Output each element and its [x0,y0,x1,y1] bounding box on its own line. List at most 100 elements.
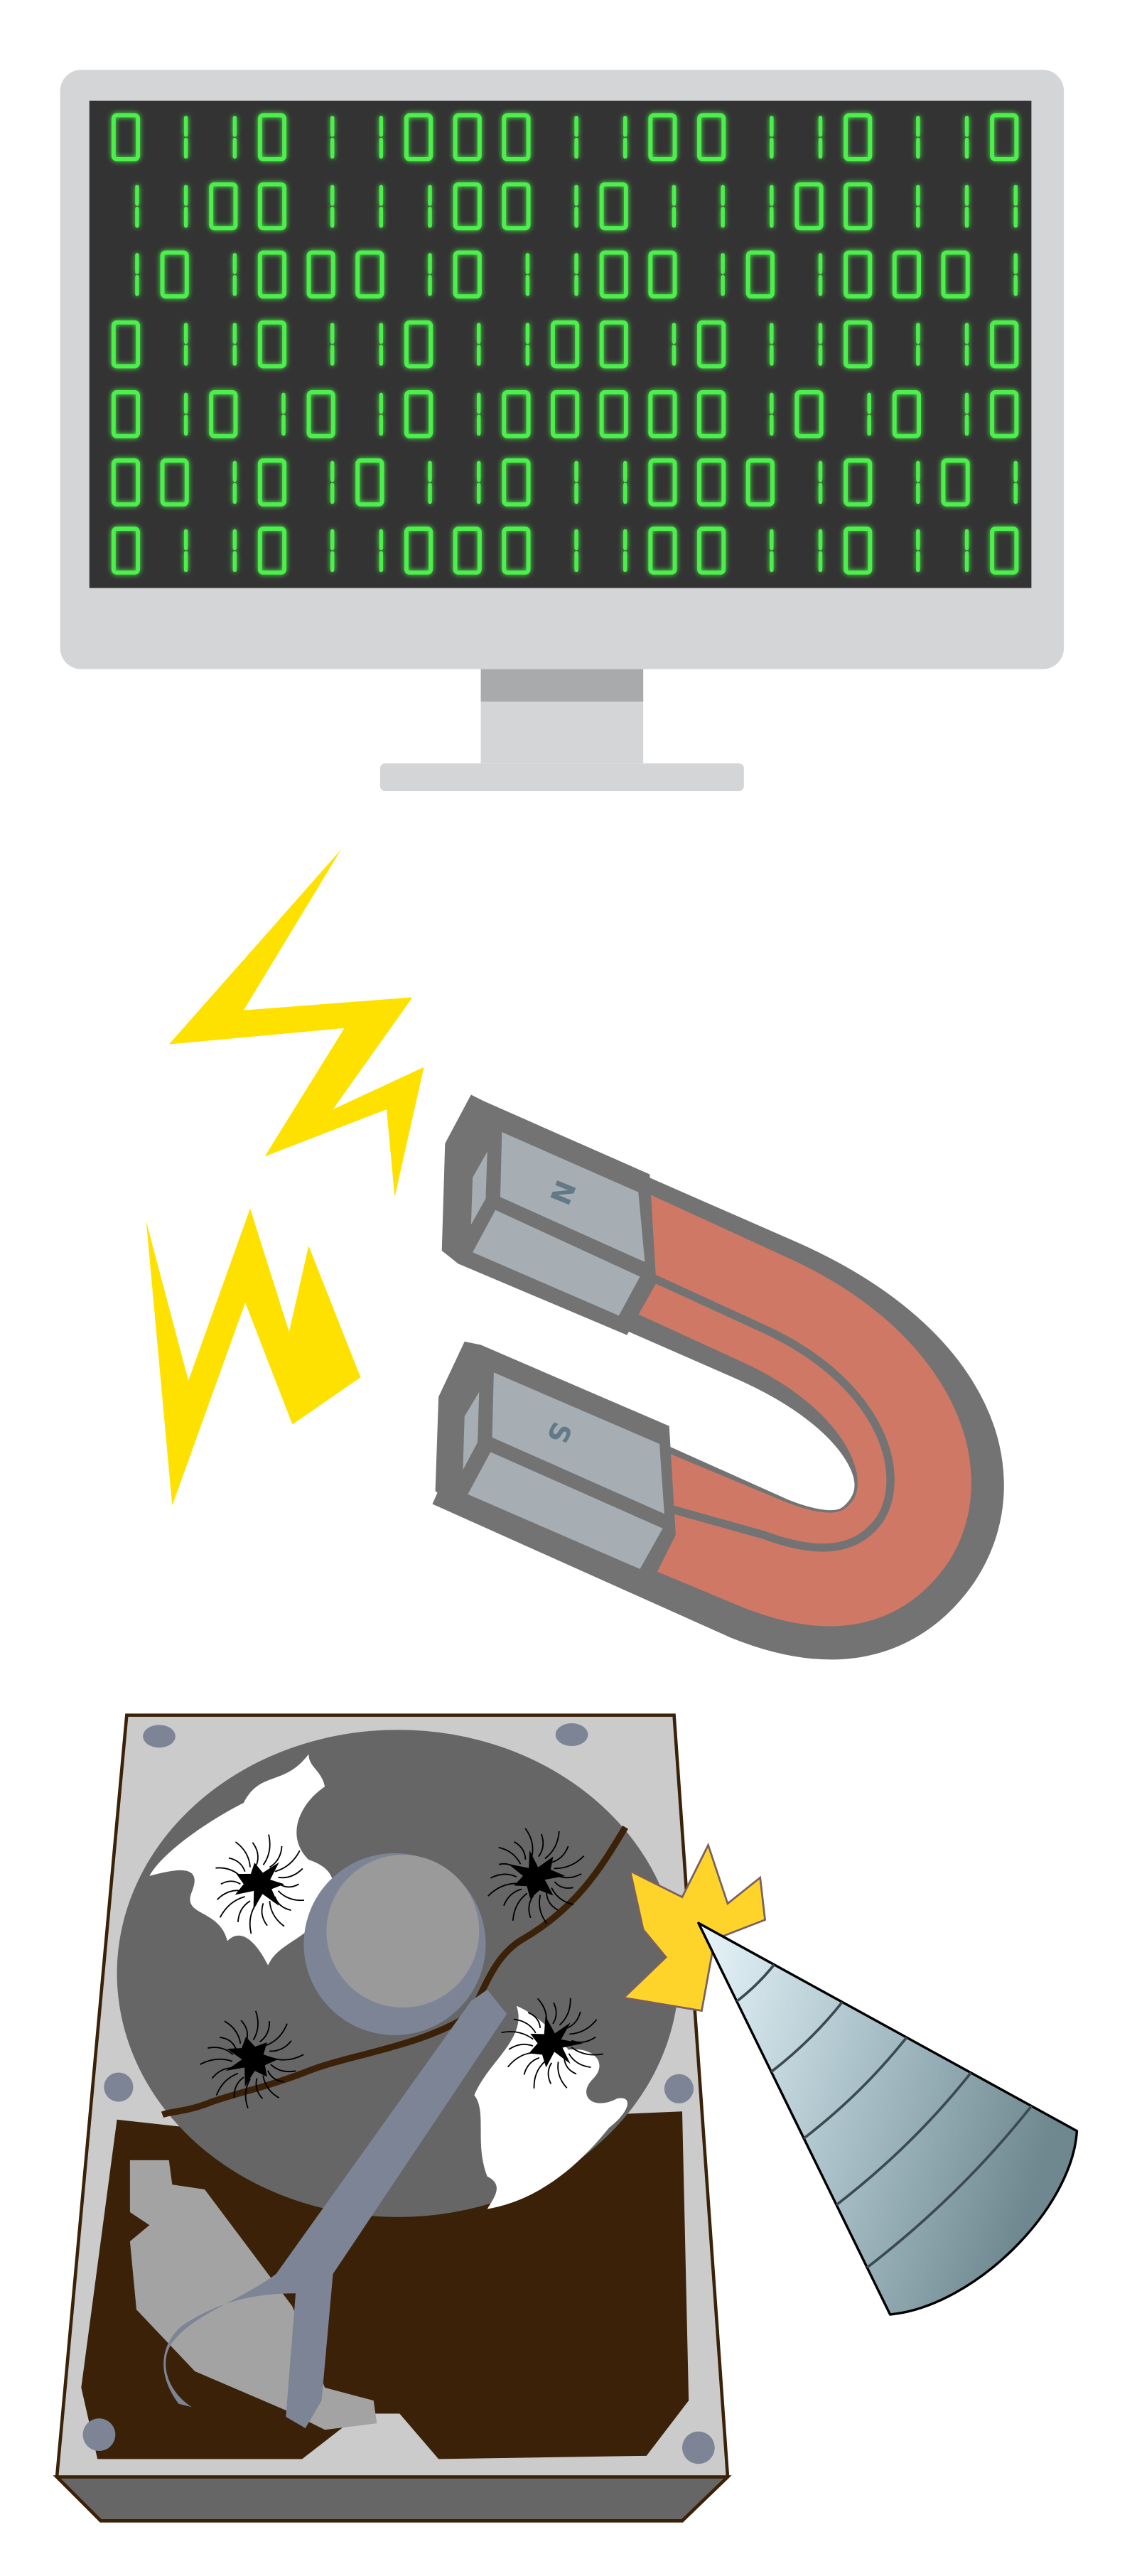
digit-zero [257,113,287,161]
spindle-hub-top [326,1855,480,2008]
digit-zero [844,250,873,299]
digit-zero [941,458,970,507]
digit-zero [257,458,287,507]
impact-holes [200,1828,603,2108]
digit-zero [111,113,141,161]
impact-hole [501,1998,603,2089]
drill-groove [735,1963,775,2003]
digit-zero [697,320,726,369]
digit-zero [355,458,384,507]
drill-bit [697,1922,1079,2316]
horseshoe-magnet: N S [432,1094,1004,1660]
digit-zero [745,250,775,299]
impact-hole [487,1828,585,1924]
digit-zero [453,250,482,299]
digit-zero [648,390,677,438]
monitor [60,70,1065,792]
digit-zero [648,526,677,575]
drill-groove [803,2036,908,2140]
spark-icon [621,1842,767,2012]
south-pole: S [435,1341,676,1588]
digit-zero [111,390,141,438]
digit-zero [257,182,287,231]
screw-icon [664,2074,694,2103]
crack [161,1825,628,2118]
screw-icon [555,1723,588,1747]
monitor-base [379,763,744,792]
digit-zero [453,182,482,231]
digit-zero [502,113,531,161]
screw-icon [143,1725,176,1748]
digit-zero [844,113,873,161]
digit-zero [941,250,970,299]
hard-drive [53,1713,732,2523]
digit-zero [648,458,677,507]
digit-zero [599,182,628,231]
glare [149,1754,334,1966]
digit-zero [502,390,531,438]
actuator-arm [163,1989,507,2429]
digit-zero [453,526,482,575]
digit-zero [160,250,189,299]
digit-zero [697,113,726,161]
digit-zero [111,320,141,369]
digit-zero [844,320,873,369]
digit-zero [404,113,433,161]
impact-hole [215,1834,305,1934]
digit-zero [599,390,628,438]
screw-icon [82,2418,116,2452]
monitor-neck-band [480,669,644,702]
digit-zero [697,390,726,438]
digit-zero [648,113,677,161]
digit-zero [453,113,482,161]
glare [474,2005,628,2209]
digit-zero [404,320,433,369]
digit-zero [990,113,1019,161]
digit-zero [257,250,287,299]
impact-hole [200,2010,304,2108]
digit-zero [209,182,238,231]
digit-zero [844,458,873,507]
screws [82,1723,715,2464]
digit-zero [257,526,287,575]
digit-zero [111,526,141,575]
digit-zero [892,250,921,299]
digit-zero [599,320,628,369]
digit-zero [502,526,531,575]
screw-icon [104,2072,134,2102]
digit-zero [648,250,677,299]
digit-zero [355,250,384,299]
drill-groove [835,2071,972,2206]
digit-zero [257,320,287,369]
digit-zero [990,526,1019,575]
drive-case-side [53,2475,732,2523]
digit-zero [404,526,433,575]
drill-groove [770,2001,844,2073]
digit-zero [697,458,726,507]
digit-zero [209,390,238,438]
digit-zero [502,458,531,507]
north-pole: N [441,1094,657,1335]
digit-zero [844,526,873,575]
digit-zero [794,390,824,438]
digit-zero [306,390,335,438]
digit-zero [599,250,628,299]
digit-zero [697,526,726,575]
digit-zero [160,458,189,507]
screw-icon [681,2431,715,2464]
digit-zero [502,182,531,231]
digit-zero [404,390,433,438]
digit-zero [111,458,141,507]
digit-zero [990,390,1019,438]
digit-zero [794,182,824,231]
drill-groove [866,2105,1033,2269]
digit-zero [306,250,335,299]
binary-digits [111,113,1019,575]
lightning-bolt-icon [168,849,424,1197]
digit-zero [745,458,775,507]
digit-zero [844,182,873,231]
digit-zero [550,390,580,438]
digit-zero [550,320,580,369]
digit-zero [892,390,921,438]
